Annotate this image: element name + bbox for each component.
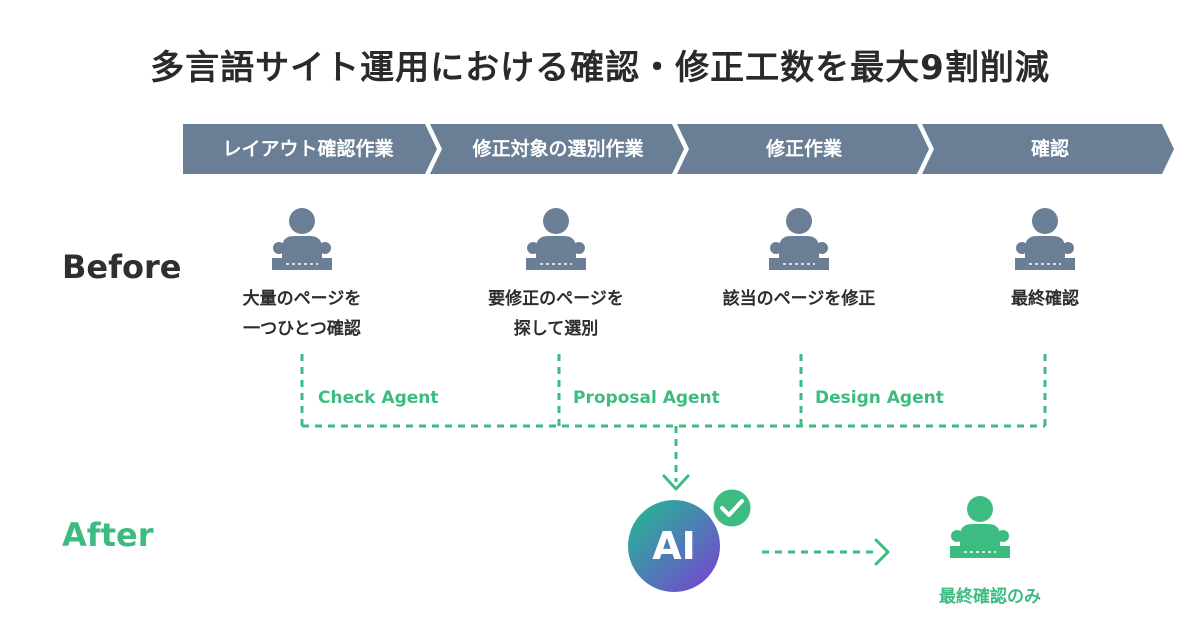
person-at-desk-icon — [526, 208, 586, 270]
after-task-label: 最終確認のみ — [939, 587, 1041, 607]
step-arrow-3 — [677, 124, 929, 174]
step-arrow-1 — [183, 124, 437, 174]
task-line: 最終確認 — [1011, 289, 1079, 309]
step-label-fix: 修正作業 — [765, 138, 842, 160]
task-line: 該当のページを修正 — [722, 289, 876, 309]
page-title: 多言語サイト運用における確認・修正工数を最大9割削減 — [150, 48, 1050, 88]
step-label-confirm: 確認 — [1030, 138, 1069, 160]
step-arrow-4 — [922, 124, 1174, 174]
step-label-selection: 修正対象の選別作業 — [472, 138, 644, 160]
before-task-4: 最終確認 — [935, 284, 1155, 314]
before-task-2: 要修正のページを 探して選別 — [446, 284, 666, 344]
task-line: 大量のページを — [242, 289, 362, 309]
dashed-connector — [300, 354, 1047, 482]
person-at-desk-icon — [272, 208, 332, 270]
arrow-right-icon — [874, 538, 890, 566]
agent-label-design: Design Agent — [815, 388, 944, 408]
task-line: 一つひとつ確認 — [243, 319, 361, 339]
person-at-desk-icon — [1015, 208, 1075, 270]
check-circle-icon — [710, 486, 754, 530]
before-label: Before — [62, 248, 182, 286]
after-label: After — [62, 516, 154, 554]
before-task-3: 該当のページを修正 — [689, 284, 909, 314]
agent-label-check: Check Agent — [318, 388, 439, 408]
ai-circle — [628, 500, 720, 592]
before-task-1: 大量のページを 一つひとつ確認 — [192, 284, 412, 344]
task-line: 探して選別 — [513, 319, 599, 339]
ai-label: AI — [652, 524, 696, 568]
arrow-down-icon — [662, 474, 690, 491]
task-line: 要修正のページを — [488, 289, 624, 309]
step-arrow-2 — [430, 124, 684, 174]
step-label-layout-check: レイアウト確認作業 — [222, 138, 394, 160]
person-at-desk-icon — [769, 208, 829, 270]
person-at-desk-icon — [950, 496, 1010, 558]
agent-label-proposal: Proposal Agent — [573, 388, 720, 408]
